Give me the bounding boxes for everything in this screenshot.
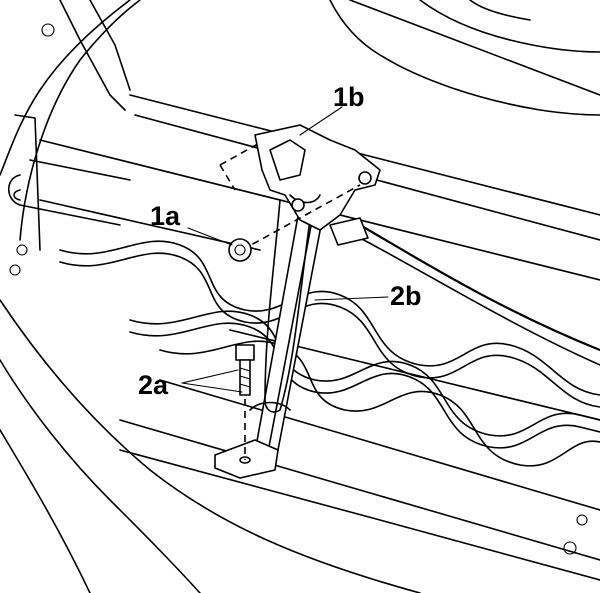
callout-1b: 1b: [333, 82, 365, 112]
leader-lines: [181, 106, 389, 393]
leader-1a: [187, 227, 233, 246]
latch-assembly-1b: [219, 124, 381, 231]
cable-icon: [358, 223, 600, 352]
leader-2a-top: [181, 369, 239, 384]
callout-2b: 2b: [390, 281, 422, 311]
coolant-lines: [59, 240, 600, 467]
nut-icon: [228, 238, 252, 262]
nut-icon: [358, 171, 372, 185]
radiator-coil: [7, 114, 131, 251]
callout-1a: 1a: [150, 201, 181, 231]
rivet-icon: [16, 244, 28, 256]
bolt-2a: [235, 344, 255, 460]
callout-2a: 2a: [138, 370, 169, 400]
leader-2a-bottom: [181, 382, 243, 393]
bolt-hole-icon: [239, 456, 251, 464]
connector-icon: [329, 217, 369, 246]
nut-1a: [228, 184, 361, 262]
release-cable: [249, 199, 600, 413]
support-bracket-2b: [214, 204, 326, 479]
leader-2b: [314, 296, 389, 301]
rivet-icon: [563, 541, 577, 555]
leader-1b: [299, 106, 343, 136]
rivet-icon: [576, 514, 588, 526]
rivet-icon: [41, 23, 55, 37]
rivet-icon: [9, 264, 21, 276]
bolt-icon: [235, 344, 255, 361]
